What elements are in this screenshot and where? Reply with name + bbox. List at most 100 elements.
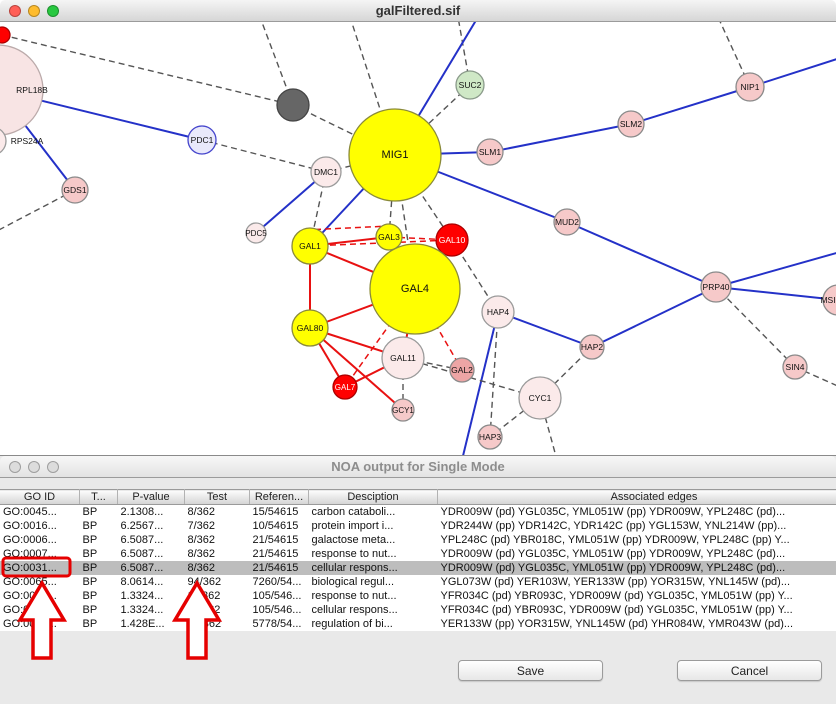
table-cell[interactable]: 11/362 xyxy=(187,590,221,602)
column-header[interactable]: GO ID xyxy=(0,489,80,505)
graph-edge-blue[interactable] xyxy=(715,252,836,288)
node-rps24a[interactable] xyxy=(0,127,7,155)
table-cell[interactable]: 21/54615 xyxy=(252,548,299,560)
table-cell[interactable]: YDR009W (pd) YGL035C, YML051W (pp) YDR00… xyxy=(440,506,786,518)
table-cell[interactable]: 5778/54... xyxy=(252,618,302,630)
table-cell[interactable]: 105/546... xyxy=(252,590,302,602)
table-cell[interactable]: 1.428E... xyxy=(120,618,165,630)
column-header[interactable]: T... xyxy=(79,489,118,505)
table-cell[interactable]: YFR034C (pd) YBR093C, YDR009W (pd) YGL03… xyxy=(440,604,793,616)
node-slm2[interactable] xyxy=(617,110,645,138)
table-cell[interactable]: 15/54615 xyxy=(252,506,299,518)
graph-edge-dash[interactable] xyxy=(794,366,836,387)
minimize-button[interactable] xyxy=(28,5,40,17)
node-gal10[interactable] xyxy=(435,223,469,257)
node-gal11[interactable] xyxy=(381,336,425,380)
node-mud2[interactable] xyxy=(553,208,581,236)
node-suc2[interactable] xyxy=(455,70,485,100)
table-cell[interactable]: YPL248C (pd) YBR018C, YML051W (pp) YDR00… xyxy=(440,534,790,546)
table-cell[interactable]: GO:0031... xyxy=(3,604,57,616)
node-hap3[interactable] xyxy=(477,424,503,450)
node-pdc1[interactable] xyxy=(187,125,217,155)
node-gcy1[interactable] xyxy=(391,398,415,422)
column-header[interactable]: Referen... xyxy=(249,489,309,505)
close-button[interactable] xyxy=(9,5,21,17)
graph-edge-blue[interactable] xyxy=(715,286,836,301)
network-canvas[interactable]: RPL18BRPS24AGDS1PDC1DMC1MIG1SUC2SLM1SLM2… xyxy=(0,22,836,455)
table-cell[interactable]: 11/362 xyxy=(187,604,221,616)
column-header[interactable]: P-value xyxy=(117,489,185,505)
table-cell[interactable]: carbon cataboli... xyxy=(311,506,396,518)
table-cell[interactable]: BP xyxy=(82,534,98,546)
graph-edge-dash[interactable] xyxy=(489,311,499,438)
table-cell[interactable]: BP xyxy=(82,618,98,630)
column-header[interactable]: Test xyxy=(184,489,250,505)
graph-edge-blue[interactable] xyxy=(489,123,632,153)
table-cell[interactable]: GO:0031... xyxy=(0,561,80,575)
node-sin4[interactable] xyxy=(782,354,808,380)
table-cell[interactable]: GO:0009... xyxy=(3,590,57,602)
node-gal3[interactable] xyxy=(375,223,403,251)
node-dmc1[interactable] xyxy=(310,156,342,188)
node-msi[interactable] xyxy=(822,284,836,316)
column-header[interactable]: Desciption xyxy=(308,489,438,505)
table-cell[interactable]: YDR009W (pd) YGL035C, YML051W (pp) YDR00… xyxy=(440,548,786,560)
table-cell[interactable]: 7260/54... xyxy=(252,576,302,588)
table-cell[interactable]: GO:0045... xyxy=(3,506,57,518)
node-unlabeled[interactable] xyxy=(0,26,11,44)
node-gal7[interactable] xyxy=(332,374,358,400)
table-cell[interactable]: 10/54615 xyxy=(252,520,299,532)
table-cell[interactable]: 1.3324... xyxy=(120,604,164,616)
table-cell[interactable]: 80/362 xyxy=(187,618,222,630)
table-cell[interactable]: protein import i... xyxy=(311,520,394,532)
node-hap2[interactable] xyxy=(579,334,605,360)
table-cell[interactable]: YER133W (pp) YOR315W, YNL145W (pd) YHR08… xyxy=(440,618,794,630)
table-cell[interactable]: cellular respons... xyxy=(311,604,398,616)
table-cell[interactable]: 1.3324... xyxy=(120,590,164,602)
node-unlabeled[interactable] xyxy=(276,88,310,122)
node-gal1[interactable] xyxy=(291,227,329,265)
table-cell[interactable]: 6.5087... xyxy=(120,548,164,560)
table-cell[interactable]: YFR034C (pd) YBR093C, YDR009W (pd) YGL03… xyxy=(440,590,793,602)
save-button[interactable]: Save xyxy=(458,660,603,681)
table-cell[interactable]: response to nut... xyxy=(311,548,397,560)
graph-edge-blue[interactable] xyxy=(591,286,717,348)
table-cell[interactable]: 94/362 xyxy=(187,576,222,588)
table-cell[interactable]: BP xyxy=(82,520,98,532)
close-button[interactable] xyxy=(9,461,21,473)
node-slm1[interactable] xyxy=(476,138,504,166)
node-hap4[interactable] xyxy=(481,295,515,329)
graph-edge-blue[interactable] xyxy=(497,311,593,348)
table-cell[interactable]: cellular respons... xyxy=(308,561,438,575)
node-mig1[interactable] xyxy=(348,108,442,202)
table-cell[interactable]: BP xyxy=(82,590,98,602)
table-row[interactable]: GO:0031... BP 1.3324... 11/362 105/546... cel… xyxy=(0,603,836,617)
graph-edge-dash[interactable] xyxy=(394,154,453,241)
table-cell[interactable]: biological regul... xyxy=(311,576,395,588)
table-cell[interactable]: 8/362 xyxy=(187,506,216,518)
node-gal80[interactable] xyxy=(291,309,329,347)
table-cell[interactable]: BP xyxy=(79,561,118,575)
graph-edge-blue[interactable] xyxy=(630,86,751,125)
table-cell[interactable]: 105/546... xyxy=(252,604,302,616)
table-cell[interactable]: 8/362 xyxy=(184,561,250,575)
graph-edge-blue[interactable] xyxy=(566,221,717,288)
table-cell[interactable]: galactose meta... xyxy=(311,534,396,546)
table-cell[interactable]: BP xyxy=(82,506,98,518)
table-cell[interactable]: 6.5087... xyxy=(120,534,164,546)
table-cell[interactable]: BP xyxy=(82,604,98,616)
graph-edge-reddash[interactable] xyxy=(304,225,391,231)
graph-edge-dash[interactable] xyxy=(0,189,76,232)
graph-edge-dash[interactable] xyxy=(1,34,294,106)
node-gds1[interactable] xyxy=(61,176,89,204)
table-cell[interactable]: BP xyxy=(82,548,98,560)
graph-edge-dash[interactable] xyxy=(715,286,796,368)
table-cell[interactable]: 8/362 xyxy=(187,548,216,560)
